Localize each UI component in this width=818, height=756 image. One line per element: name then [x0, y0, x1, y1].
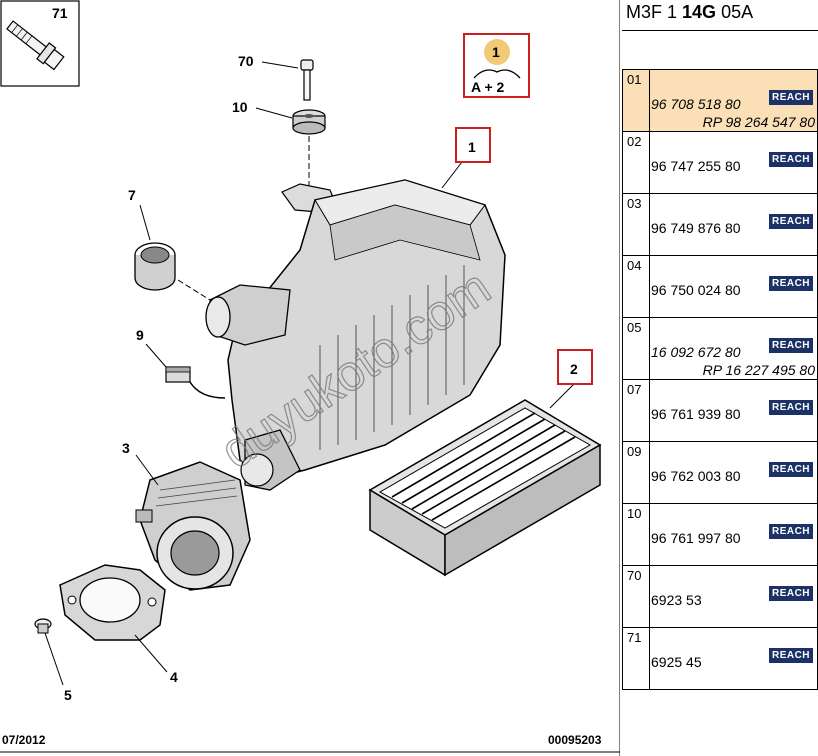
reach-badge: REACH	[769, 400, 813, 415]
callout-3[interactable]: 3	[122, 440, 130, 456]
part-70-screw[interactable]	[300, 59, 314, 101]
part-index: 01	[627, 72, 642, 87]
column-divider	[649, 318, 650, 379]
callout-71[interactable]: 71	[52, 5, 68, 21]
part-number[interactable]: 96 749 876 80	[651, 220, 741, 236]
part-index: 07	[627, 382, 642, 397]
footer-code: 00095203	[548, 733, 602, 747]
part-4-flange[interactable]	[59, 564, 166, 641]
column-divider	[649, 566, 650, 627]
callout-10[interactable]: 10	[232, 99, 248, 115]
footer-date: 07/2012	[2, 733, 46, 747]
reach-badge: REACH	[769, 524, 813, 539]
reach-badge: REACH	[769, 648, 813, 663]
part-row-07[interactable]: 07 96 761 939 80 REACH	[622, 380, 818, 442]
part-row-10[interactable]: 10 96 761 997 80 REACH	[622, 504, 818, 566]
part-number[interactable]: 6925 45	[651, 654, 702, 670]
part-row-03[interactable]: 03 96 749 876 80 REACH	[622, 194, 818, 256]
svg-text:1: 1	[468, 139, 476, 155]
callout-4[interactable]: 4	[170, 669, 178, 685]
part-index: 02	[627, 134, 642, 149]
part-index: 70	[627, 568, 642, 583]
callout-7[interactable]: 7	[128, 187, 136, 203]
reach-badge: REACH	[769, 214, 813, 229]
column-divider	[649, 628, 650, 689]
part-row-09[interactable]: 09 96 762 003 80 REACH	[622, 442, 818, 504]
part-row-71[interactable]: 71 6925 45 REACH	[622, 628, 818, 690]
exploded-parts-diagram: 71 70 10 7 9 3 4 5 1 2 1 A + 2 duyukoto.…	[0, 0, 620, 756]
column-divider	[649, 194, 650, 255]
kit-badge: 1 A + 2	[463, 33, 530, 98]
part-row-05[interactable]: 05 16 092 672 80 REACH RP 16 227 495 80	[622, 318, 818, 380]
reach-badge: REACH	[769, 276, 813, 291]
parts-list: 01 96 708 518 80 REACH RP 98 264 547 80 02 96…	[622, 69, 818, 690]
callout-70[interactable]: 70	[238, 53, 254, 69]
model-code: M3F 1 14G 05A	[626, 2, 754, 22]
part-index: 71	[627, 630, 642, 645]
part-2-filter-element[interactable]	[368, 399, 602, 577]
part-index: 10	[627, 506, 642, 521]
reach-badge: REACH	[769, 152, 813, 167]
replacement-number[interactable]: RP 98 264 547 80	[702, 114, 815, 130]
part-row-01[interactable]: 01 96 708 518 80 REACH RP 98 264 547 80	[622, 70, 818, 132]
callout-9[interactable]: 9	[136, 327, 144, 343]
part-number[interactable]: 16 092 672 80	[651, 344, 741, 360]
reach-badge: REACH	[769, 586, 813, 601]
part-number[interactable]: 96 750 024 80	[651, 282, 741, 298]
part-row-02[interactable]: 02 96 747 255 80 REACH	[622, 132, 818, 194]
part-number[interactable]: 96 747 255 80	[651, 158, 741, 174]
callout-5[interactable]: 5	[64, 687, 72, 703]
column-divider	[649, 442, 650, 503]
part-index: 03	[627, 196, 642, 211]
part-10-grommet[interactable]	[292, 109, 326, 135]
part-index: 05	[627, 320, 642, 335]
svg-text:2: 2	[570, 361, 578, 377]
replacement-number[interactable]: RP 16 227 495 80	[702, 362, 815, 378]
part-7-ring[interactable]	[134, 242, 176, 291]
column-divider	[649, 380, 650, 441]
part-row-70[interactable]: 70 6923 53 REACH	[622, 566, 818, 628]
reach-badge: REACH	[769, 90, 813, 105]
reach-badge: REACH	[769, 338, 813, 353]
callout-1-box[interactable]: 1	[455, 127, 491, 163]
column-divider	[649, 504, 650, 565]
part-number[interactable]: 96 708 518 80	[651, 96, 741, 112]
column-divider	[649, 256, 650, 317]
part-row-04[interactable]: 04 96 750 024 80 REACH	[622, 256, 818, 318]
svg-text:1: 1	[492, 44, 500, 60]
part-1-air-filter-housing[interactable]	[205, 179, 506, 491]
leader-lines	[44, 61, 575, 686]
part-number[interactable]: 96 761 997 80	[651, 530, 741, 546]
part-index: 04	[627, 258, 642, 273]
part-9-sensor[interactable]	[165, 366, 191, 383]
callout-2-box[interactable]: 2	[557, 349, 593, 385]
column-divider	[649, 70, 650, 131]
model-header: M3F 1 14G 05A	[622, 0, 818, 31]
reach-badge: REACH	[769, 462, 813, 477]
column-divider	[649, 132, 650, 193]
part-number[interactable]: 6923 53	[651, 592, 702, 608]
part-3-intake-duct[interactable]	[135, 461, 251, 591]
part-number[interactable]: 96 762 003 80	[651, 468, 741, 484]
part-71-inset[interactable]	[0, 0, 80, 87]
part-index: 09	[627, 444, 642, 459]
part-5-clip[interactable]	[34, 618, 52, 634]
svg-text:A + 2: A + 2	[471, 79, 505, 95]
part-number[interactable]: 96 761 939 80	[651, 406, 741, 422]
